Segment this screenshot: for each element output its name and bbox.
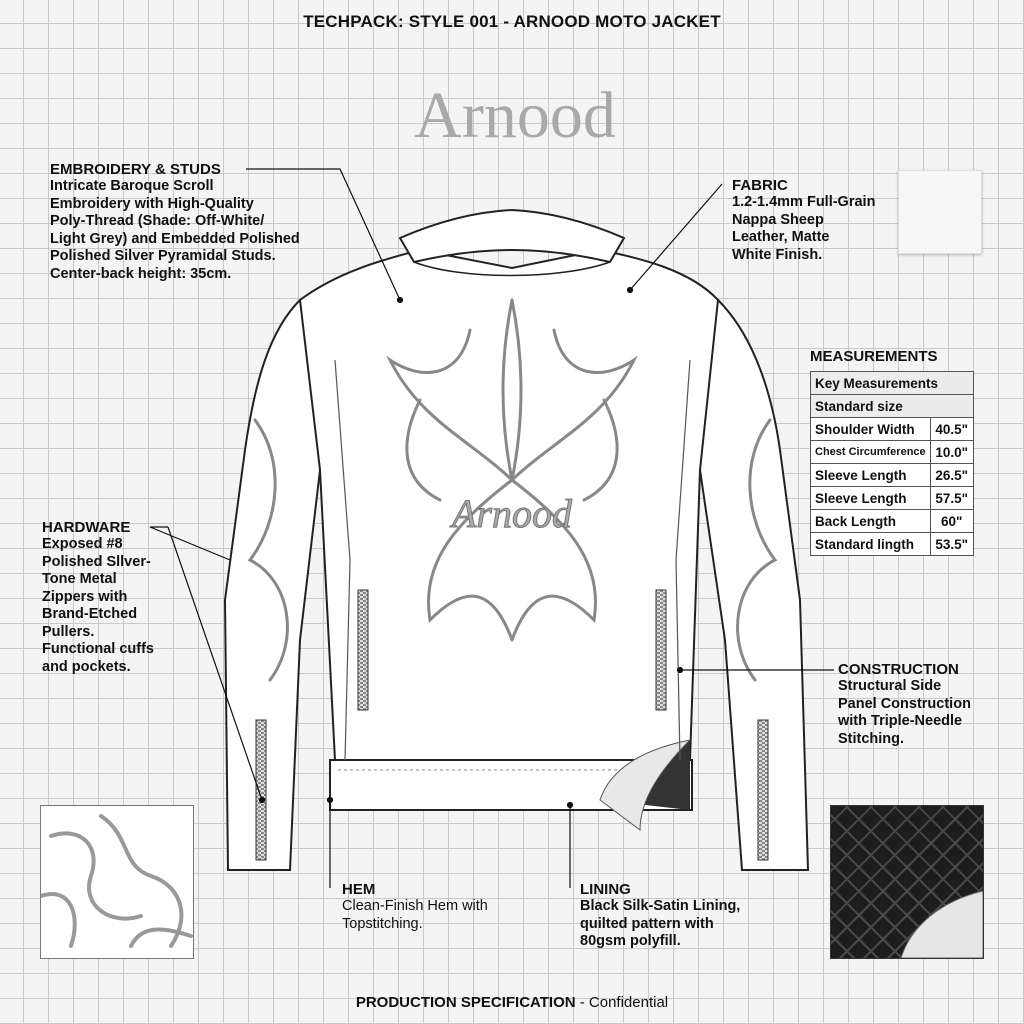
page-title: TECHPACK: STYLE 001 - ARNOOD MOTO JACKET (303, 12, 721, 31)
measurements-heading: MEASUREMENTS (810, 348, 938, 365)
row-value: 53.5" (929, 532, 974, 556)
left-sleeve-zipper (255, 719, 267, 861)
callout-hem: HEM Clean-Finish Hem with Topstitching. (342, 881, 488, 933)
row-value: 26.5" (929, 463, 974, 487)
row-label: Standard lingth (810, 532, 931, 556)
row-value: 57.5" (929, 486, 974, 510)
callout-body: 1.2-1.4mm Full-Grain Nappa Sheep Leather… (732, 194, 876, 263)
fabric-swatch (898, 170, 982, 254)
footer-rest: - Confidential (575, 994, 669, 1011)
embroidery-detail-swatch (40, 805, 194, 959)
right-pocket-zipper (655, 589, 667, 711)
callout-hardware: HARDWARE Exposed #8 Polished Sllver- Ton… (42, 519, 154, 676)
table-title: Key Measurements (810, 371, 974, 395)
lining-quilt-swatch (830, 805, 984, 959)
row-label: Chest Circumference (810, 440, 931, 464)
embroidery-motif (247, 298, 778, 682)
row-label: Shoulder Width (810, 417, 931, 441)
collar (398, 208, 626, 264)
footer-bold: PRODUCTION SPECIFICATION (355, 994, 576, 1011)
measurements-block: MEASUREMENTS Key Measurements Standard s… (810, 348, 974, 556)
row-value: 10.0" (929, 440, 974, 464)
row-value: 60" (929, 509, 974, 533)
row-value: 40.5" (929, 417, 974, 441)
callout-body: Intricate Baroque Scroll Embroidery with… (50, 178, 300, 282)
left-sleeve (223, 298, 337, 871)
callout-heading: FABRIC (732, 177, 788, 194)
callout-body: Exposed #8 Polished Sllver- Tone Metal Z… (42, 536, 154, 675)
callout-fabric: FABRIC 1.2-1.4mm Full-Grain Nappa Sheep … (732, 177, 875, 264)
callout-heading: CONSTRUCTION (838, 661, 959, 678)
callout-body: Black Silk-Satin Lining, quilted pattern… (580, 898, 741, 949)
lining-peel-corner (900, 890, 983, 958)
callout-heading: LINING (580, 881, 631, 898)
callout-heading: EMBROIDERY & STUDS (50, 161, 221, 178)
callout-body: Clean-Finish Hem with Topstitching. (342, 898, 488, 932)
callout-body: Structural Side Panel Construction with … (838, 678, 971, 747)
brand-logo-text: Arnood (414, 79, 616, 152)
left-pocket-zipper (357, 589, 369, 711)
row-label: Sleeve Length (810, 463, 931, 487)
row-label: Back Length (810, 509, 931, 533)
callout-construction: CONSTRUCTION Structural Side Panel Const… (838, 661, 971, 748)
callout-heading: HARDWARE (42, 519, 131, 536)
row-label: Sleeve Length (810, 486, 931, 510)
embroidery-detail-art (41, 814, 193, 948)
back-logo-text: Arnood (449, 491, 573, 536)
table-size-label: Standard size (810, 394, 974, 418)
callout-lining: LINING Black Silk-Satin Lining, quilted … (580, 881, 740, 951)
measurements-table: Key Measurements Standard size Shoulder … (810, 371, 974, 556)
callout-heading: HEM (342, 881, 376, 898)
right-sleeve-zipper (757, 719, 769, 861)
footer: PRODUCTION SPECIFICATION - Confidential (0, 994, 1024, 1011)
callout-embroidery: EMBROIDERY & STUDS Intricate Baroque Scr… (50, 161, 300, 283)
